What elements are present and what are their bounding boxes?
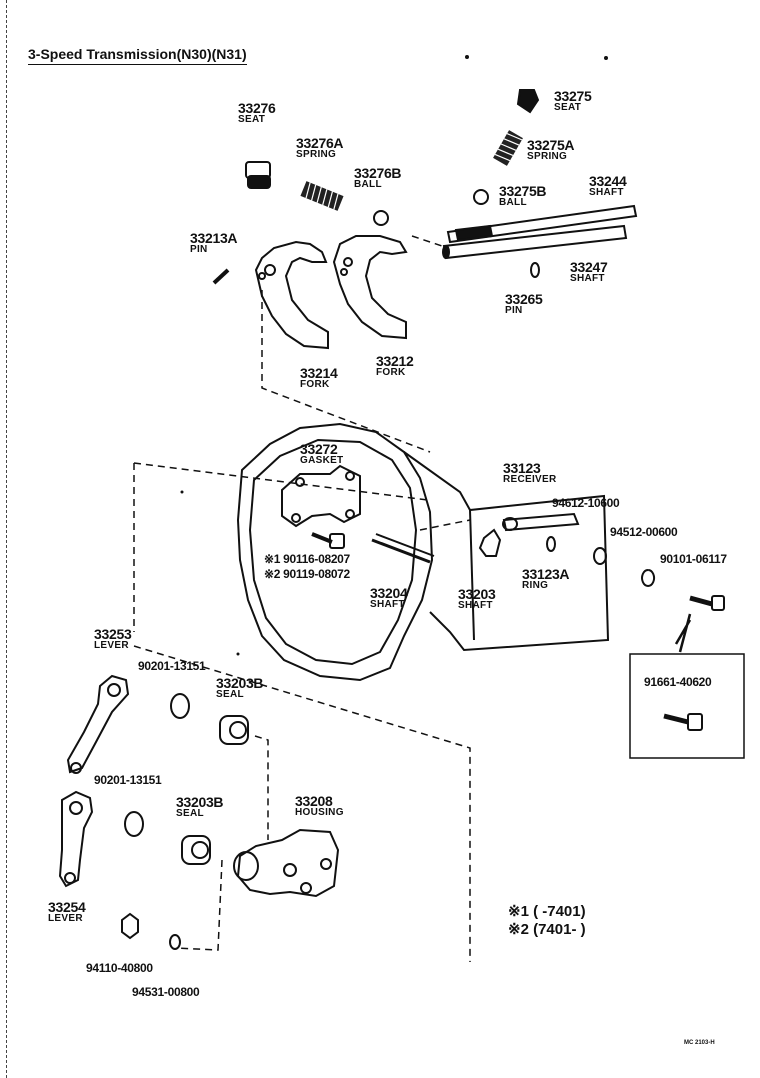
washer-90201-a [170, 693, 190, 719]
pin-33265 [530, 262, 540, 278]
shaft-33247 [442, 224, 628, 260]
label-90116: ※1 90116-08207 [264, 552, 350, 566]
washer-94512b [641, 569, 655, 587]
housing-33208 [233, 828, 340, 898]
page-left-edge [0, 0, 7, 1078]
label-94512: 94512-00600 [610, 525, 678, 539]
fork-33214 [254, 240, 329, 350]
diagram-title: 3-Speed Transmission(N30)(N31) [28, 46, 247, 65]
lever-33253 [66, 674, 130, 774]
spring-33275a [493, 130, 523, 166]
callout-arrow [674, 613, 692, 653]
bolt-90116 [311, 532, 345, 549]
speck-a [465, 55, 469, 59]
speck-d [236, 652, 240, 656]
ball-33275b [473, 189, 489, 205]
label-90201-upper: 90201-13151 [138, 659, 206, 673]
label-94531: 94531-00800 [132, 985, 200, 999]
pin-33213a [212, 268, 230, 285]
assembly-leader-lines [133, 235, 471, 962]
ring-33123a [546, 536, 556, 552]
seal-33203b-lower [181, 835, 211, 865]
receiver-33123 [502, 512, 580, 532]
seat-33276 [245, 161, 271, 189]
footnote-1: ※1 ( -7401) [508, 903, 586, 920]
label-94612: 94612-10600 [552, 496, 620, 510]
footnote-2: ※2 (7401- ) [508, 921, 586, 938]
lever-33254 [58, 790, 94, 888]
drawing-code: MC 2103-H [684, 1040, 715, 1046]
transmission-case [236, 422, 610, 682]
speck-c [180, 490, 184, 494]
fork-33212 [332, 235, 408, 340]
nut-94110 [121, 912, 139, 940]
label-90119: ※2 90119-08072 [264, 567, 350, 581]
seat-33275 [516, 89, 540, 114]
shaft-33203 [478, 528, 502, 557]
bolt-91661 [663, 713, 703, 731]
ball-33276b [373, 210, 389, 226]
inset-box-91661 [629, 653, 745, 759]
shaft-33244 [446, 204, 638, 244]
speck-b [604, 56, 608, 60]
spring-33276a [300, 181, 344, 211]
bolt-90101 [689, 595, 725, 611]
lockwasher-94531 [169, 934, 181, 950]
label-90201-lower: 90201-13151 [94, 773, 162, 787]
label-90101: 90101-06117 [660, 552, 727, 566]
shaft-33204 [371, 533, 435, 564]
seal-33203b-upper [219, 715, 249, 745]
label-94110: 94110-40800 [86, 961, 153, 975]
washer-90201-b [124, 811, 144, 837]
label-91661: 91661-40620 [644, 675, 712, 689]
gasket-33272 [281, 464, 361, 528]
washer-94512 [593, 547, 607, 565]
